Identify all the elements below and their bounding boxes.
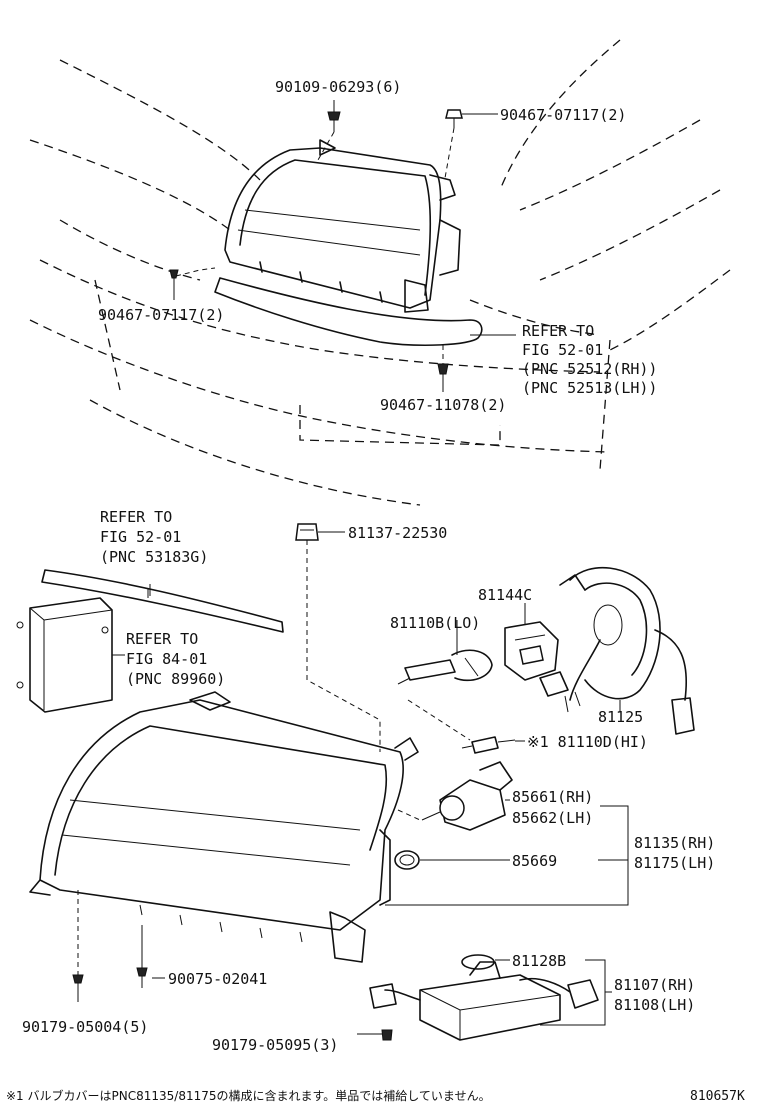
vehicle-body-outline <box>29 39 731 506</box>
headlamp-housing <box>29 691 419 963</box>
clip-90467-07117-left <box>169 269 179 279</box>
clip-90467-11078 <box>437 363 449 375</box>
label-refer-5201-b-1: REFER TO <box>100 508 172 526</box>
screw-90179-05004 <box>72 974 84 984</box>
figure-code: 810657K <box>690 1089 745 1104</box>
label-refer-5201-a-2: FIG 52-01 <box>522 341 603 359</box>
bumper-trim-lower <box>41 569 284 633</box>
label-81175: 81175(LH) <box>634 854 715 872</box>
leveling-motor-85661 <box>421 761 513 831</box>
label-90179-05095: 90179-05095(3) <box>212 1036 338 1054</box>
label-81110b: 81110B(LO) <box>390 614 480 632</box>
label-81125: 81125 <box>598 708 643 726</box>
bulb-81110b-lo <box>397 649 493 685</box>
label-refer-5201-a-4: (PNC 52513(LH)) <box>522 379 657 397</box>
lower-leaders <box>77 531 629 1035</box>
screw-90075-02041 <box>136 967 148 988</box>
label-refer-5201-b-3: (PNC 53183G) <box>100 548 208 566</box>
socket-81144c <box>504 621 559 681</box>
label-81135: 81135(RH) <box>634 834 715 852</box>
label-85661: 85661(RH) <box>512 788 593 806</box>
control-module-89960 <box>16 597 113 713</box>
label-refer-5201-a-1: REFER TO <box>522 322 594 340</box>
label-refer-5201-a-3: (PNC 52512(RH)) <box>522 360 657 378</box>
label-90467-07117-top: 90467-07117(2) <box>500 106 626 124</box>
label-81110d: ※1 81110D(HI) <box>527 733 648 751</box>
label-81137-22530: 81137-22530 <box>348 524 447 542</box>
screw-90109-06293 <box>327 111 341 132</box>
o-ring-85669 <box>394 850 420 870</box>
label-81144c: 81144C <box>478 586 532 604</box>
label-81108: 81108(LH) <box>614 996 695 1014</box>
bumper-trim-upper <box>214 277 483 347</box>
label-refer-8401-3: (PNC 89960) <box>126 670 225 688</box>
label-90467-11078: 90467-11078(2) <box>380 396 506 414</box>
upper-leaders <box>173 100 516 392</box>
label-85669: 85669 <box>512 852 557 870</box>
label-81107: 81107(RH) <box>614 976 695 994</box>
headlamp-upper-view <box>224 139 461 313</box>
label-90109-06293: 90109-06293(6) <box>275 78 401 96</box>
label-refer-8401-1: REFER TO <box>126 630 198 648</box>
label-refer-8401-2: FIG 84-01 <box>126 650 207 668</box>
footnote: ※1 バルブカバーはPNC81135/81175の構成に含まれます。単品では補給… <box>6 1088 491 1103</box>
clip-90467-07117-top <box>445 109 463 128</box>
label-81128b: 81128B <box>512 952 566 970</box>
label-refer-5201-b-2: FIG 52-01 <box>100 528 181 546</box>
bulb-81110d-hi <box>461 736 516 754</box>
cover-81125 <box>539 566 695 735</box>
clip-81137-22530 <box>295 523 319 541</box>
label-90467-07117-left: 90467-07117(2) <box>98 306 224 324</box>
label-90179-05004: 90179-05004(5) <box>22 1018 148 1036</box>
label-85662: 85662(LH) <box>512 809 593 827</box>
label-90075-02041: 90075-02041 <box>168 970 267 988</box>
ballast-81107 <box>369 954 599 1041</box>
